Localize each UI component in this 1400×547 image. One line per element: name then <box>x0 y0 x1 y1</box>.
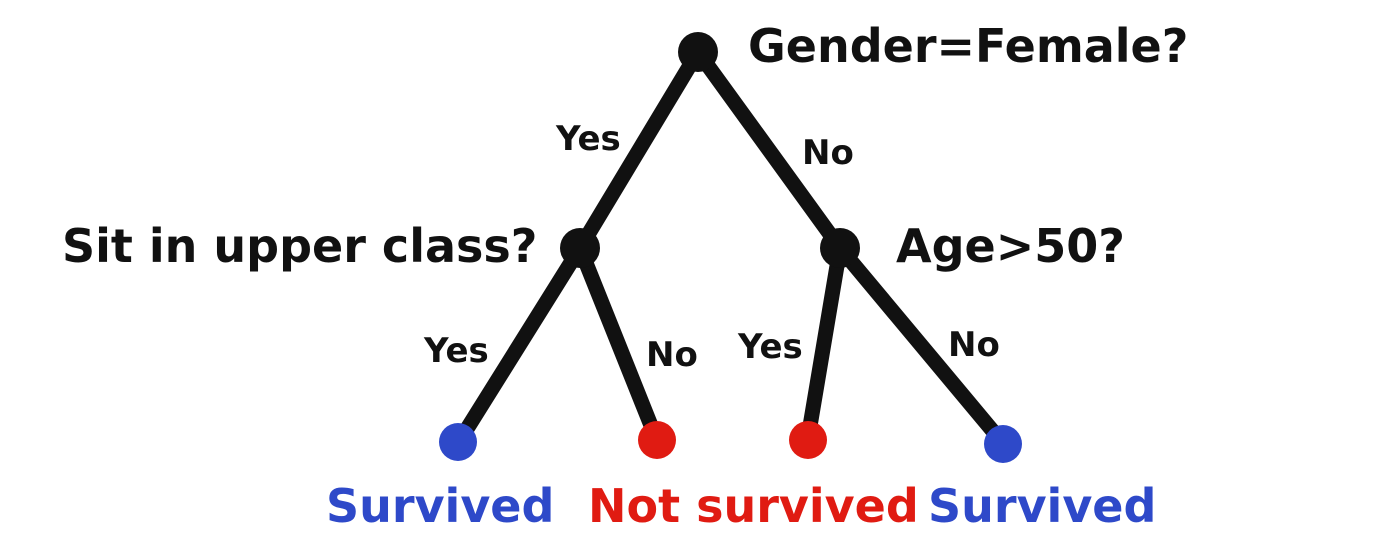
right-question: Age>50? <box>896 219 1125 273</box>
leaf-label-survived-left: Survived <box>326 479 554 533</box>
edge-root-to-left <box>572 44 706 256</box>
leaf-node-4 <box>984 425 1022 463</box>
leaf-node-2 <box>638 421 676 459</box>
right-node <box>820 228 860 268</box>
right-yes-label: Yes <box>737 327 803 367</box>
root-question: Gender=Female? <box>748 19 1188 73</box>
edge-right-to-leaf-4 <box>832 240 1010 450</box>
left-node <box>560 228 600 268</box>
left-no-label: No <box>646 335 698 375</box>
left-question: Sit in upper class? <box>62 219 537 273</box>
leaf-label-not-survived: Not survived <box>588 479 919 533</box>
leaf-label-survived-right: Survived <box>928 479 1156 533</box>
left-yes-label: Yes <box>423 331 489 371</box>
root-no-label: No <box>802 133 854 173</box>
edge-right-to-leaf-3 <box>800 240 848 446</box>
root-node <box>678 32 718 72</box>
leaf-node-3 <box>789 421 827 459</box>
edge-left-to-leaf-2 <box>572 240 664 446</box>
right-no-label: No <box>948 325 1000 365</box>
root-yes-label: Yes <box>555 119 621 159</box>
edge-root-to-right <box>690 44 848 256</box>
leaf-node-1 <box>439 423 477 461</box>
edge-left-to-leaf-1 <box>452 240 588 448</box>
